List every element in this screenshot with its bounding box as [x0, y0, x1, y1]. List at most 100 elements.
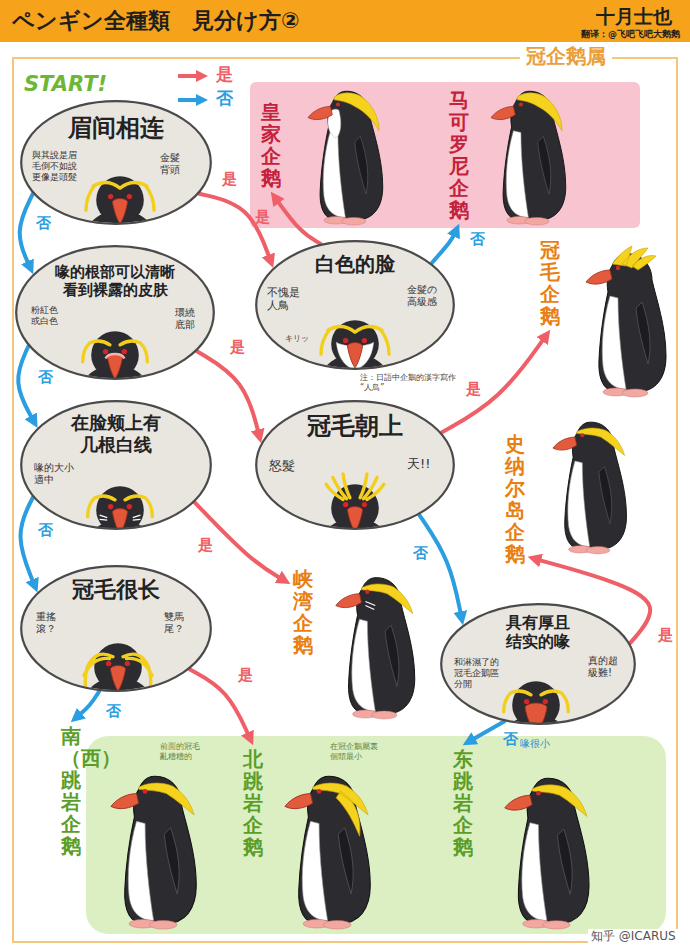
- note-text: 金髮背頭: [160, 152, 182, 176]
- head-beak: [110, 666, 125, 691]
- penguin-belly: [352, 619, 375, 711]
- species-name-box: 史纳尔岛企鹅: [502, 430, 528, 568]
- species-name: 冠毛企鹅: [540, 239, 560, 327]
- oval-fill: [21, 566, 211, 691]
- oval-picture: [321, 320, 389, 408]
- legend-item: 否: [176, 88, 246, 110]
- penguin-head: [321, 474, 389, 573]
- flow-arrow: [470, 721, 505, 741]
- penguin-flipper: [636, 302, 650, 364]
- head-beak: [107, 354, 122, 379]
- head-eye: [108, 194, 113, 199]
- penguin-beak: [586, 270, 612, 284]
- head-eye: [108, 504, 113, 509]
- flow-arrow: [195, 502, 283, 579]
- penguin-belly: [602, 296, 626, 389]
- question-text: 喙的根部可以清晰看到裸露的皮肤: [53, 263, 177, 299]
- note-text: 喙的大小適中: [34, 462, 76, 486]
- head-beak-skin: [106, 354, 125, 358]
- head-eye: [122, 349, 127, 354]
- question-text: 冠毛很长: [68, 577, 164, 603]
- penguin-head: [84, 643, 152, 731]
- question-oval: 在脸颊上有几根白线喙的大小適中: [20, 400, 212, 530]
- head-beak: [525, 703, 547, 731]
- penguin-head: [86, 486, 154, 574]
- penguin-eye: [317, 789, 322, 794]
- note-text: 怒髮: [269, 458, 295, 474]
- oval-fill: [256, 241, 454, 369]
- penguin-figure: [553, 422, 627, 554]
- penguin-crest: [334, 93, 379, 131]
- species-name: 北跳岩企鹅: [243, 748, 263, 858]
- species-name-box: 冠毛企鹅: [537, 236, 563, 330]
- penguin-flipper: [385, 625, 399, 686]
- head-eye: [343, 338, 348, 343]
- legend-text: 否: [216, 88, 233, 108]
- head-crest: [326, 474, 384, 500]
- penguin-crest: [577, 428, 625, 455]
- penguin-cheek-lines: [365, 602, 375, 610]
- penguin-flipper: [164, 828, 179, 894]
- question-text: 具有厚且结实的喙: [504, 613, 572, 651]
- species-name: 史纳尔岛企鹅: [505, 433, 525, 565]
- penguin-flipper: [557, 829, 572, 894]
- question-oval: 冠毛很长重搖滾？雙馬尾？: [20, 565, 212, 692]
- note-label: 喙很小: [520, 738, 550, 750]
- penguin-figure: [308, 91, 383, 225]
- species-name-box: 北跳岩企鹅: [240, 745, 266, 861]
- flow-arrow: [197, 351, 259, 435]
- legend-text: 是: [216, 64, 233, 84]
- note-text: 與其說是眉毛倒不如說更像是頭髮: [32, 150, 79, 182]
- penguin-belly: [522, 823, 547, 921]
- head-shape: [94, 643, 142, 691]
- penguin-crest: [517, 93, 562, 131]
- head-eye: [103, 349, 108, 354]
- species-name-box: 南（西）跳岩企鹅: [58, 722, 84, 860]
- note-label: START!: [24, 72, 107, 97]
- penguin-foot: [371, 711, 397, 719]
- note-text: 環繞底部: [175, 307, 197, 331]
- species-name: 南（西）跳岩企鹅: [61, 725, 81, 857]
- note-text: キリッ: [285, 334, 309, 344]
- head-eye: [127, 504, 132, 509]
- flow-arrow: [419, 515, 461, 617]
- edge-label: 是: [466, 380, 481, 398]
- penguin-eye: [616, 266, 620, 270]
- penguin-crest: [532, 785, 587, 816]
- question-text: 眉间相连: [66, 114, 166, 143]
- oval-picture: [321, 474, 389, 573]
- oval-outline: [21, 566, 211, 691]
- penguin-beak: [505, 795, 532, 810]
- legend-arrow-head: [196, 94, 208, 106]
- legend-arrow-head: [196, 70, 208, 82]
- penguin-crest: [139, 783, 194, 815]
- head-beak: [112, 199, 127, 224]
- head-chest: [335, 539, 376, 573]
- head-beak: [112, 509, 127, 534]
- edge-label: 否: [470, 230, 485, 248]
- penguin-belly: [568, 461, 590, 547]
- penguin-figure: [586, 246, 666, 397]
- note-text: 重搖滾？: [36, 611, 68, 635]
- penguin-belly: [302, 821, 327, 920]
- penguin-belly: [323, 131, 345, 218]
- edge-label: 否: [413, 544, 428, 562]
- penguin-flipper: [538, 136, 551, 194]
- oval-outline: [16, 246, 214, 379]
- question-oval: 眉间相连與其說是眉毛倒不如說更像是頭髮 金髮背頭: [20, 100, 212, 225]
- penguin-figure: [491, 91, 566, 225]
- penguin-eye: [519, 102, 523, 106]
- edge-label: 否: [38, 368, 53, 386]
- question-oval: 喙的根部可以清晰看到裸露的皮肤粉紅色或白色環繞底部: [15, 245, 215, 380]
- flow-arrow: [18, 346, 33, 420]
- penguin-beak: [285, 794, 313, 809]
- note-label: 十月士也: [596, 5, 672, 28]
- oval-outline: [256, 401, 454, 529]
- flow-arrow: [442, 337, 546, 433]
- flow-arrow: [20, 194, 33, 267]
- species-name-box: 马可罗尼企鹅: [446, 86, 472, 224]
- oval-picture: [502, 681, 570, 769]
- question-text: 白色的脸: [313, 252, 397, 276]
- oval-outline: [21, 401, 211, 529]
- head-shape: [331, 484, 379, 532]
